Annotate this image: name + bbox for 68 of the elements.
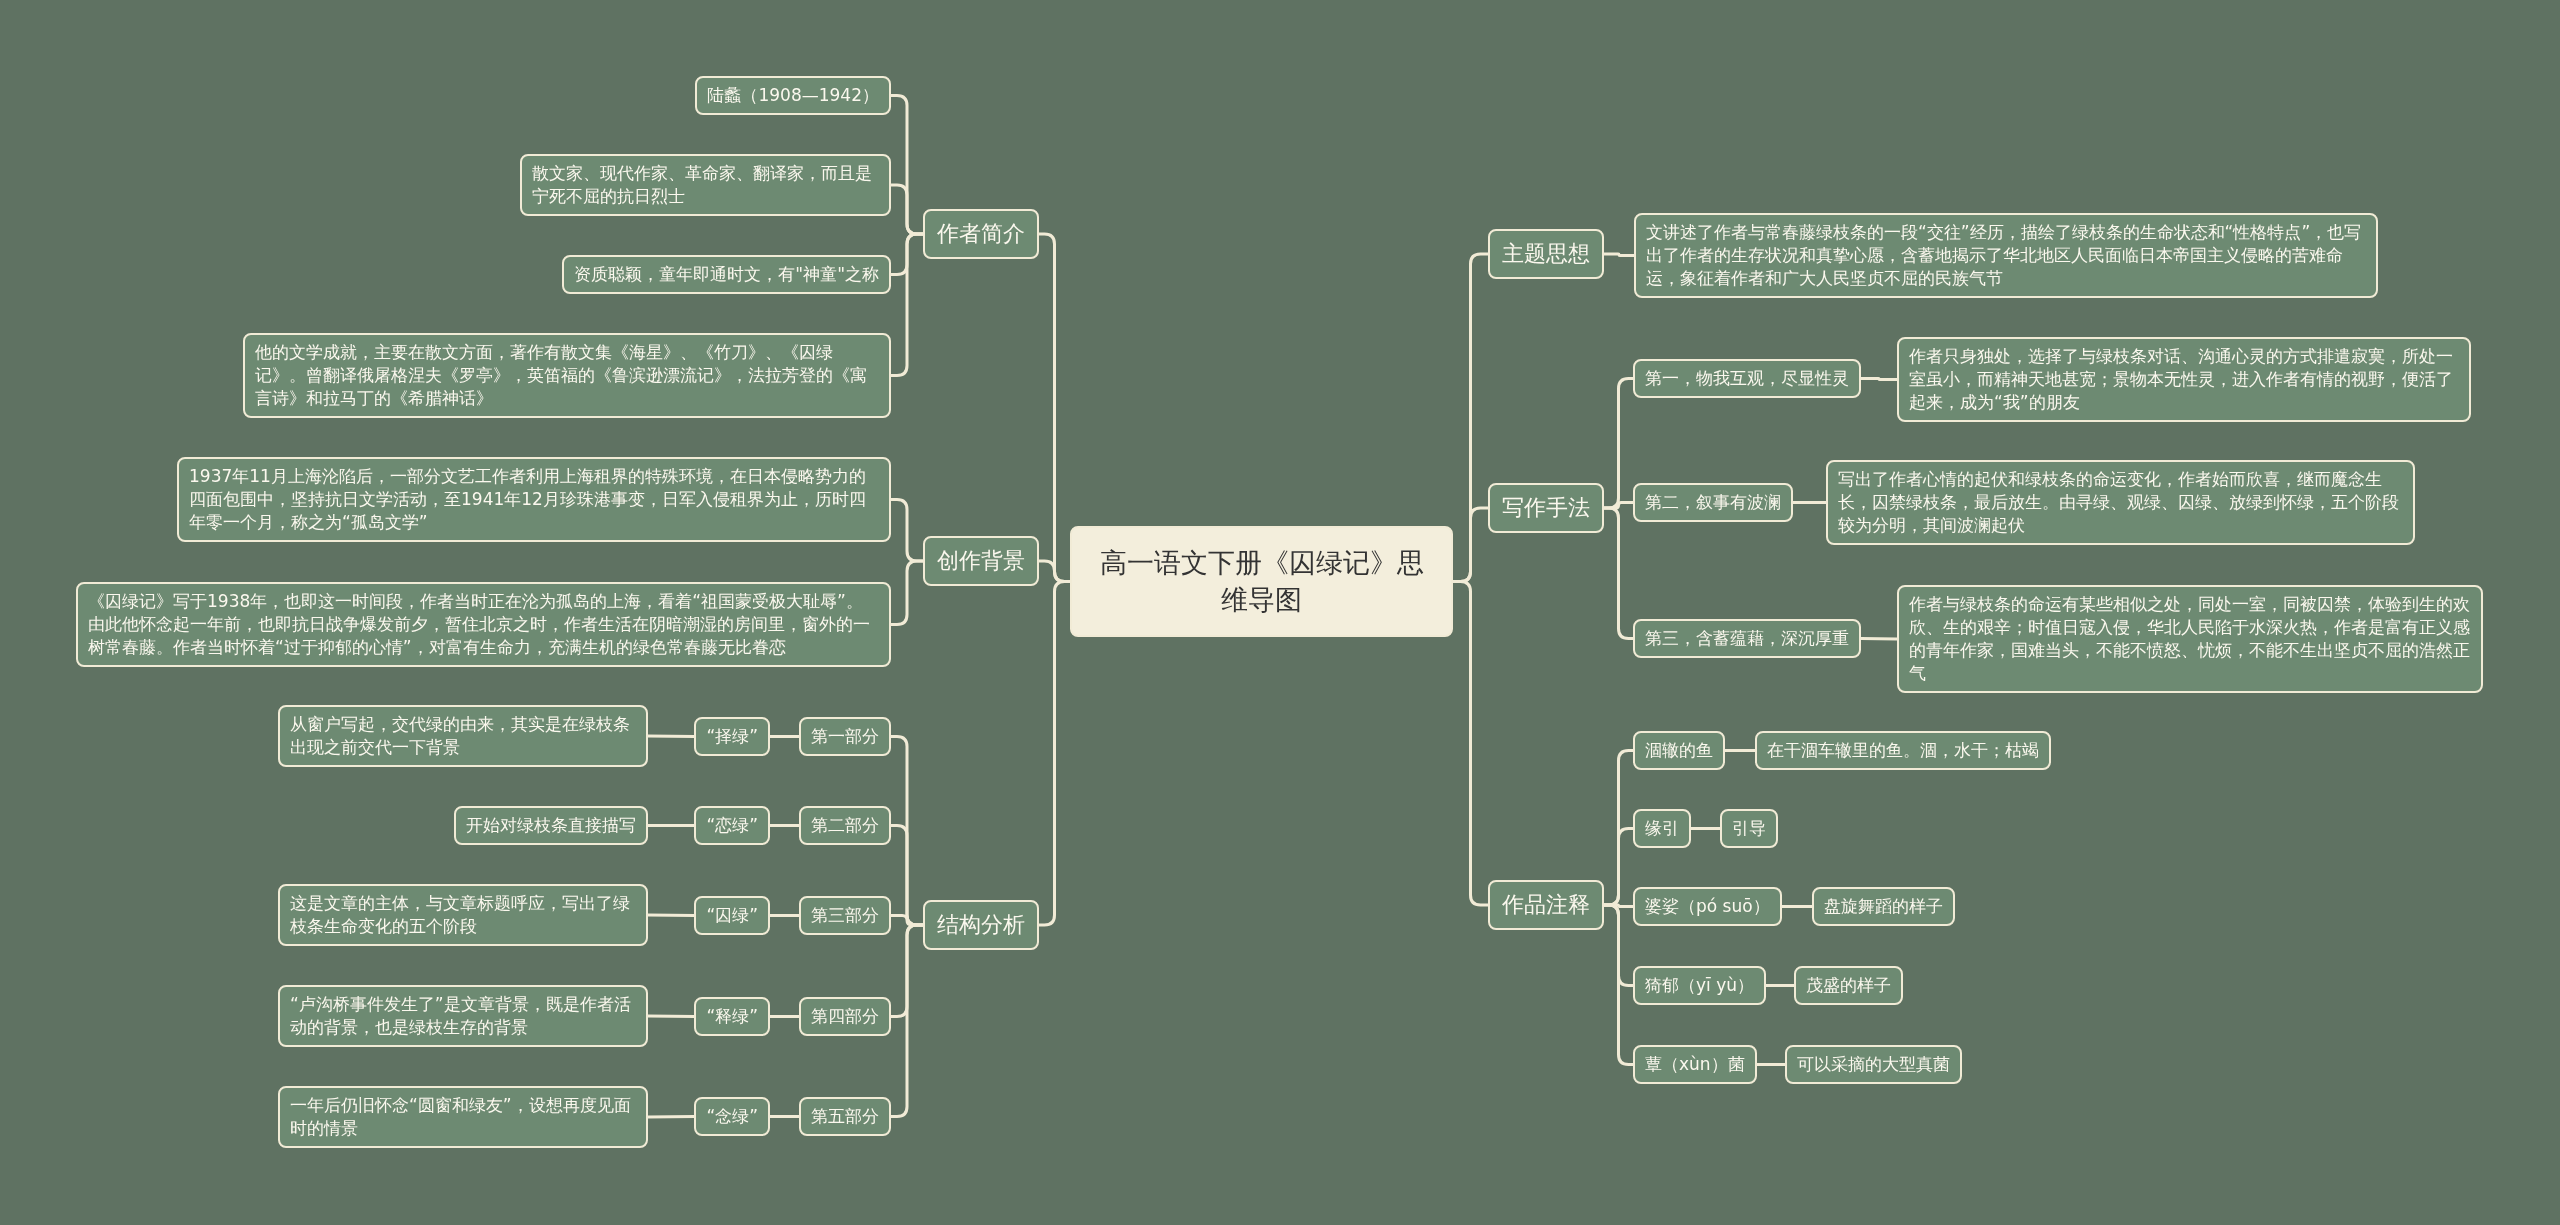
connector-line: [891, 923, 923, 1118]
connector-line: [770, 735, 799, 738]
connector-line: [770, 824, 799, 827]
connector-line: [891, 559, 923, 626]
note-box: 散文家、现代作家、革命家、翻译家，而且是宁死不屈的抗日烈士: [520, 154, 891, 216]
connector-line: [1766, 984, 1794, 987]
branch-box: 写作手法: [1488, 483, 1604, 533]
connector-line: [648, 913, 694, 917]
note-box: 开始对绿枝条直接描写: [454, 806, 648, 845]
branch-box: 主题思想: [1488, 229, 1604, 279]
note-box: 婆娑（pó suō）: [1633, 887, 1782, 926]
note-box: 《囚绿记》写于1938年，也即这一时间段，作者当时正在沦为孤岛的上海，看着“祖国蒙受极大耻辱”。由此他怀念起一年前，也即抗日战争爆发前夕，暂住北京之时，作者生活在阴暗潮湿的房间里，窗外的一树常春藤。作者当时怀着“过于抑郁的心情”，对富有生命力，充满生机的绿色常春藤无比眷恋: [76, 582, 891, 667]
note-box: 作者与绿枝条的命运有某些相似之处，同处一室，同被囚禁，体验到生的欢欣、生的艰辛；时值日寇入侵，华北人民陷于水深火热，作者是富有正义感的青年作家，国难当头，不能不愤怒、忧烦，不能不生出坚贞不屈的浩然正气: [1897, 585, 2483, 693]
connector-line: [1861, 377, 1897, 381]
connector-line: [1691, 827, 1720, 830]
connector-line: [1604, 252, 1634, 257]
note-box: 第一部分: [799, 717, 891, 756]
note-box: 引导: [1720, 809, 1778, 848]
note-box: 陆蠡（1908—1942）: [695, 76, 891, 115]
note-box: 一年后仍旧怀念“圆窗和绿友”，设想再度见面时的情景: [278, 1086, 648, 1148]
branch-box: 作者简介: [923, 209, 1039, 259]
connector-line: [770, 914, 799, 917]
note-box: 盘旋舞蹈的样子: [1812, 887, 1955, 926]
note-box: 文讲述了作者与常春藤绿枝条的一段“交往”经历，描绘了绿枝条的生命状态和“性格特点”，也写出了作者的生存状况和真挚心愿，含蓄地揭示了华北地区人民面临日本帝国主义侵略的苦难命运，象征着作者和广大人民坚贞不屈的民族气节: [1634, 213, 2378, 298]
note-box: 茂盛的样子: [1794, 966, 1903, 1005]
central-topic-box: 高一语文下册《囚绿记》思维导图: [1070, 526, 1453, 637]
note-box: “释绿”: [694, 997, 770, 1036]
note-box: 作者只身独处，选择了与绿枝条对话、沟通心灵的方式排遣寂寞，所处一室虽小，而精神天地甚宽；景物本无性灵，进入作者有情的视野，便活了起来，成为“我”的朋友: [1897, 337, 2471, 422]
note-box: 从窗户写起，交代绿的由来，其实是在绿枝条出现之前交代一下背景: [278, 705, 648, 767]
connector-line: [648, 1115, 694, 1119]
note-box: 资质聪颖，童年即通时文，有"神童"之称: [562, 255, 891, 294]
connector-line: [1782, 905, 1812, 908]
note-box: 第二，叙事有波澜: [1633, 483, 1793, 522]
branch-box: 创作背景: [923, 536, 1039, 586]
note-box: 写出了作者心情的起伏和绿枝条的命运变化，作者始而欣喜，继而魔念生长，囚禁绿枝条，最后放生。由寻绿、观绿、囚绿、放绿到怀绿，五个阶段较为分明，其间波澜起伏: [1826, 460, 2415, 545]
note-box: “择绿”: [694, 717, 770, 756]
connector-line: [770, 1015, 799, 1018]
connector-line: [770, 1115, 799, 1118]
note-box: 蕈（xùn）菌: [1633, 1045, 1757, 1084]
note-box: 他的文学成就，主要在散文方面，著作有散文集《海星》、《竹刀》、《囚绿记》。曾翻译俄屠格涅夫《罗亭》，英笛福的《鲁滨逊漂流记》，法拉芳登的《寓言诗》和拉马丁的《希腊神话》: [243, 333, 891, 418]
connector-line: [648, 734, 694, 738]
connector-line: [1860, 637, 1898, 641]
note-box: 缘引: [1633, 809, 1691, 848]
note-box: “念绿”: [694, 1097, 770, 1136]
connector-line: [1793, 501, 1826, 504]
note-box: “恋绿”: [694, 806, 770, 845]
note-box: 第四部分: [799, 997, 891, 1036]
branch-box: 结构分析: [923, 900, 1039, 950]
connector-line: [1757, 1063, 1785, 1066]
note-box: 第三部分: [799, 896, 891, 935]
note-box: “卢沟桥事件发生了”是文章背景，既是作者活动的背景，也是绿枝生存的背景: [278, 985, 648, 1047]
note-box: 涸辙的鱼: [1633, 731, 1725, 770]
note-box: 可以采摘的大型真菌: [1785, 1045, 1962, 1084]
branch-box: 作品注释: [1488, 880, 1604, 930]
note-box: “囚绿”: [694, 896, 770, 935]
connector-line: [891, 232, 923, 377]
connector-line: [1725, 749, 1755, 752]
note-box: 猗郁（yī yù）: [1633, 966, 1767, 1005]
connector-line: [648, 1014, 694, 1018]
note-box: 第五部分: [799, 1097, 891, 1136]
connector-line: [648, 824, 694, 827]
note-box: 第一，物我互观，尽显性灵: [1633, 359, 1861, 398]
note-box: 这是文章的主体，与文章标题呼应，写出了绿枝条生命变化的五个阶段: [278, 884, 648, 946]
note-box: 1937年11月上海沦陷后，一部分文艺工作者利用上海租界的特殊环境，在日本侵略势力的四面包围中，坚持抗日文学活动，至1941年12月珍珠港事变，日军入侵租界为止，历时四年零一个月，称之为“孤岛文学”: [177, 457, 891, 542]
note-box: 第二部分: [799, 806, 891, 845]
note-box: 第三，含蓄蕴藉，深沉厚重: [1633, 619, 1861, 658]
note-box: 在干涸车辙里的鱼。涸，水干；枯竭: [1755, 731, 2051, 770]
connector-line: [1453, 580, 1488, 907]
